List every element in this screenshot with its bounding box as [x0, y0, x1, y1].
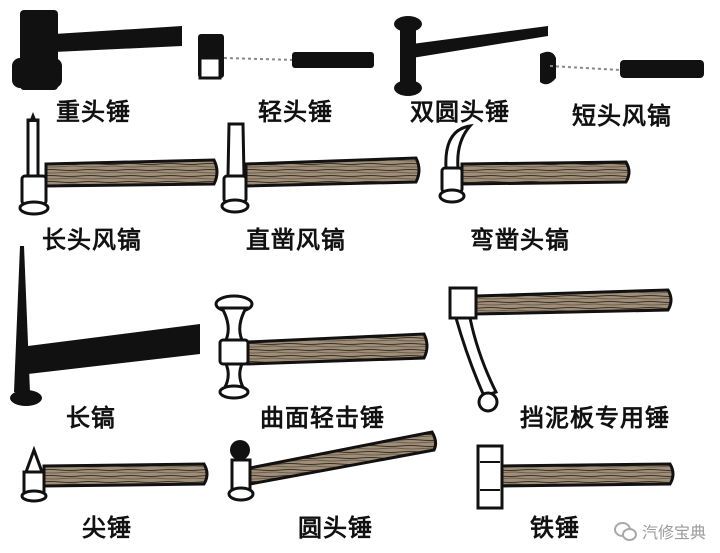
- watermark-text: 汽修宝典: [641, 523, 706, 542]
- light-head-hammer: [198, 34, 374, 80]
- wechat-icon: [613, 522, 637, 541]
- label-short-head-air-pick: 短头风镐: [572, 102, 672, 130]
- iron-hammer: [476, 444, 675, 510]
- label-fender-hammer: 挡泥板专用锤: [520, 404, 670, 432]
- label-light-head-hammer: 轻头锤: [258, 98, 333, 126]
- double-round-head-hammer: [394, 16, 548, 96]
- label-pointed-hammer: 尖锤: [82, 514, 132, 542]
- pointed-hammer: [20, 445, 209, 503]
- ball-peen-hammer: [227, 430, 438, 502]
- fender-hammer: [448, 286, 673, 413]
- heavy-head-hammer: [12, 10, 182, 90]
- straight-chisel-air-pick: [220, 122, 421, 214]
- label-ball-peen-hammer: 圆头锤: [298, 514, 373, 542]
- short-head-air-pick: [540, 51, 704, 85]
- label-long-pick: 长镐: [66, 404, 116, 432]
- label-straight-chisel-air-pick: 直凿风镐: [246, 226, 346, 254]
- long-pick: [10, 246, 200, 406]
- long-head-air-pick: [18, 112, 219, 216]
- label-curved-chisel-pick: 弯凿头镐: [470, 226, 570, 254]
- label-iron-hammer: 铁锤: [530, 514, 580, 542]
- curved-chisel-pick: [438, 123, 631, 204]
- label-curved-face-light-hammer: 曲面轻击锤: [260, 404, 385, 432]
- label-double-round-head-hammer: 双圆头锤: [410, 98, 510, 126]
- label-long-head-air-pick: 长头风镐: [42, 226, 142, 254]
- curved-face-light-hammer: [214, 294, 429, 400]
- label-heavy-head-hammer: 重头锤: [56, 98, 131, 126]
- watermark: 汽修宝典: [613, 519, 706, 543]
